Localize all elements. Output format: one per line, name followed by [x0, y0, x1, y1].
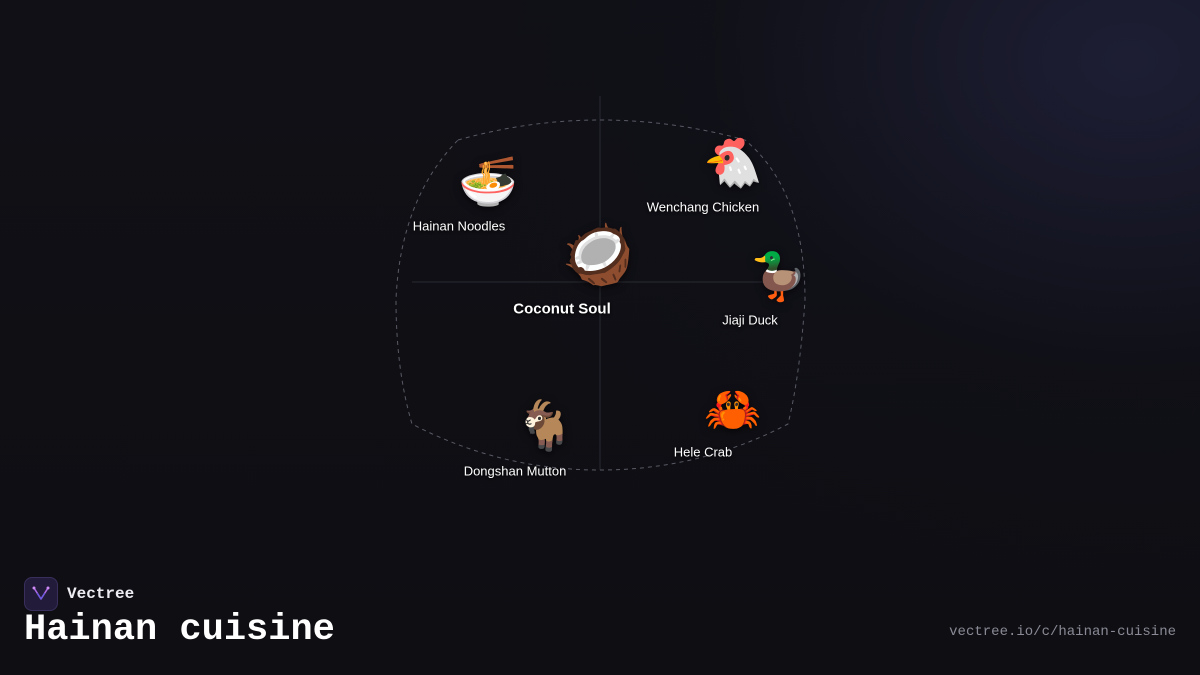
item-label-jiaji-duck: Jiaji Duck: [722, 312, 778, 328]
goat-icon: 🐐: [515, 398, 575, 454]
item-label-dongshan-mutton: Dongshan Mutton: [463, 463, 567, 479]
item-label-hele-crab: Hele Crab: [673, 444, 733, 460]
noodle-bowl-icon: 🍜: [458, 154, 518, 210]
brand: Vectree: [24, 577, 134, 611]
page-title: Hainan cuisine: [24, 609, 335, 651]
duck-icon: 🦆: [750, 249, 808, 303]
dashed-outline: [395, 119, 806, 471]
brand-name: Vectree: [67, 585, 135, 603]
item-label-hainan-noodles: Hainan Noodles: [412, 218, 506, 234]
chicken-icon: 🐔: [703, 135, 763, 191]
page-url[interactable]: vectree.io/c/hainan-cuisine: [949, 624, 1176, 640]
center-label: Coconut Soul: [513, 300, 611, 318]
item-label-wenchang-chicken: Wenchang Chicken: [646, 199, 760, 215]
vectree-logo-icon: [24, 577, 58, 611]
coconut-icon: 🥥: [561, 220, 635, 288]
vectree-logo-mark: [32, 586, 50, 600]
crab-icon: 🦀: [704, 382, 762, 436]
